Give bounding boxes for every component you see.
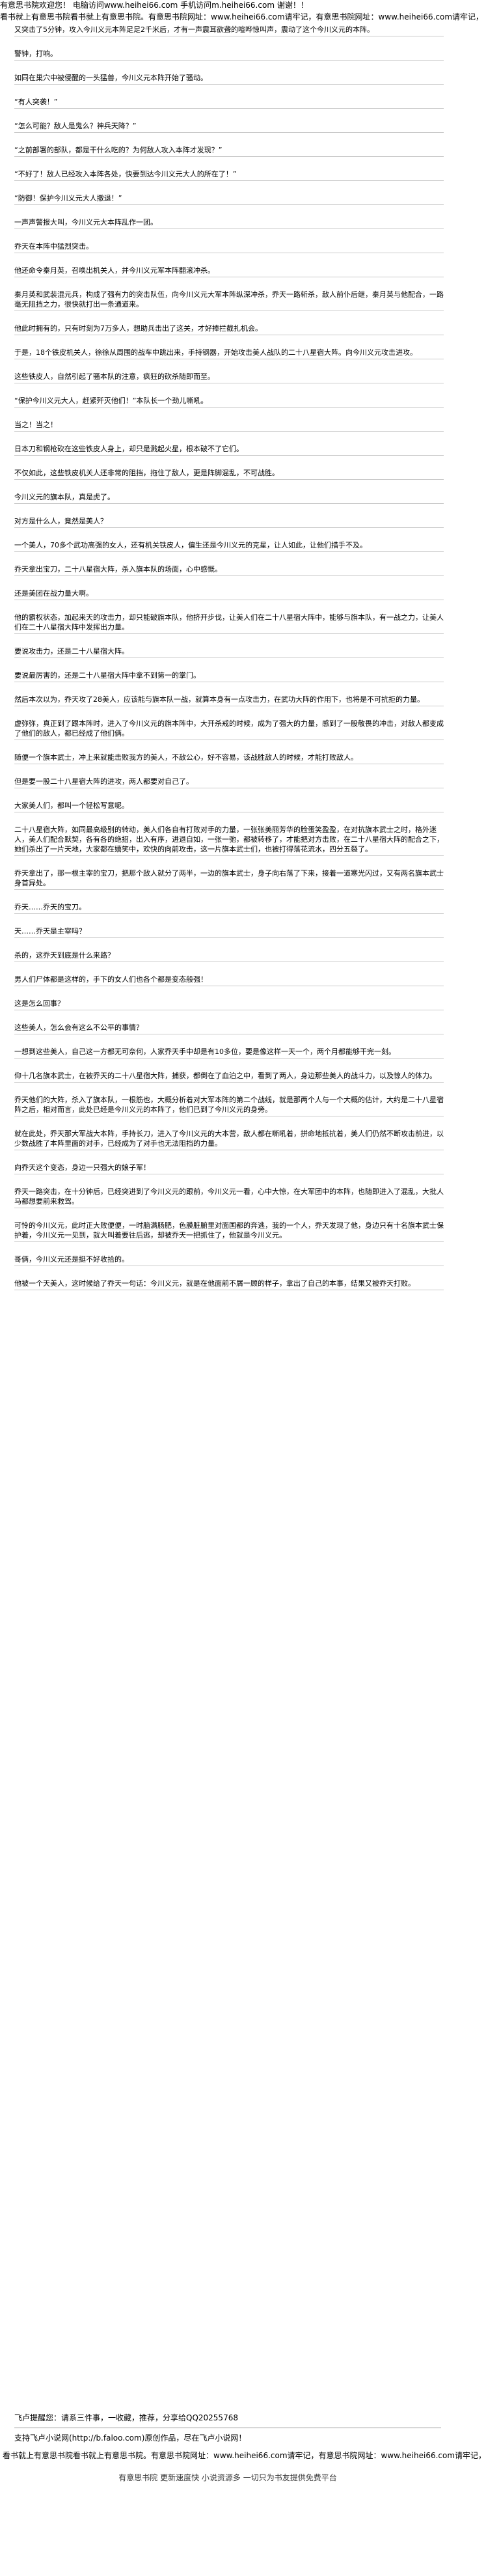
paragraph: “保护今川义元大人，赶紧歼灭他们！”本队长一个劲儿嘶吼。 xyxy=(14,396,444,408)
paragraph: 乔天他们的大阵，杀入了旗本队，一根筋也，大概分析着对大军本阵的第二个战线，就是那… xyxy=(14,1095,444,1116)
paragraph: 但是要一股二十八星宿大阵的进攻，两人都要对自己了。 xyxy=(14,777,444,788)
paragraph: 这些铁皮人，自然引起了骚本队的注意，疯狂的砍杀随即而至。 xyxy=(14,372,444,383)
bottom-banner: 有意思书院 更新速度快 小说资源多 一切只为书友提供免费平台 xyxy=(118,2473,337,2482)
paragraph: 还是美团在战力量大啊。 xyxy=(14,589,444,600)
paragraph: 如同在巢穴中被侵醒的一头猛兽，今川义元本阵开始了骚动。 xyxy=(14,73,444,85)
paragraph: “不好了！敌人已经攻入本阵各处，快要到达今川义元大人的所在了！” xyxy=(14,169,444,181)
paragraph: 乔天拿出了，那一根主宰的宝刀，把那个敌人就分了两半，一边的旗本武士，身子向右落了… xyxy=(14,868,444,890)
footer-block: 飞卢提醒您：请系三件事，一收藏，推荐，分享给QQ20255768 支持飞卢小说网… xyxy=(0,2412,486,2483)
paragraph: 然后本次以为，乔天攻了28美人，应该能与旗本队一战，就算本身有一点攻击力，在武功… xyxy=(14,695,444,706)
paragraph: 日本刀和钢枪砍在这些铁皮人身上，却只是溅起火星，根本破不了它们。 xyxy=(14,444,444,456)
paragraph: 向乔天这个变态，身边一只强大的娘子军！ xyxy=(14,1163,444,1174)
paragraph: 就在此处，乔天那大军战大本阵，手持长刀，进入了今川义元的大本营，敌人都在嘶吼着，… xyxy=(14,1129,444,1150)
paragraph: 对方是什么人，竟然是美人？ xyxy=(14,516,444,528)
recommend-line: 飞卢提醒您：请系三件事，一收藏，推荐，分享给QQ20255768 xyxy=(14,2413,238,2422)
paragraph: 又突击了5分钟，攻入今川义元本阵足足2千米后，才有一声震耳欲聋的喧哗惊叫声，震动… xyxy=(14,25,444,36)
paragraph: 要说最厉害的，还是二十八星宿大阵中拿不到第一的掌门。 xyxy=(14,671,444,682)
paragraph: 男人们尸体都是这样的，手下的女人们也各个都是变态般强！ xyxy=(14,975,444,986)
paragraph: 秦月英和武装混元兵，构成了强有力的突击队伍，向今川义元大军本阵纵深冲杀，乔天一路… xyxy=(14,290,444,311)
paragraph: 这是怎么回事？ xyxy=(14,999,444,1010)
paragraph: 乔天拿出宝刀，二十八星宿大阵，杀入旗本队的场面，心中感慨。 xyxy=(14,564,444,576)
site-mirror-line-bottom: 看书就上有意思书院看书就上有意思书院。有意思书院网址：www.heihei66.… xyxy=(3,2451,486,2460)
paragraph: “防御！保护今川义元大人撤退！” xyxy=(14,193,444,205)
paragraph: 虚弥弥，真正到了跟本阵时，进入了今川义元的旗本阵中，大开杀戒的时候，成为了强大的… xyxy=(14,719,444,740)
paragraph: 仰十几名旗本武士，在被乔天的二十八星宿大阵，捕获，都倒在了血泊之中，看到了两人，… xyxy=(14,1071,444,1083)
paragraph: 乔天在本阵中猛烈突击。 xyxy=(14,242,444,253)
paragraph: 他还命令秦月英，召唤出机关人，并今川义元军本阵翻滚冲杀。 xyxy=(14,266,444,277)
paragraph: 他此时拥有的，只有时刻为7万多人，想助兵击出了这关，才好捧拦截扎机会。 xyxy=(14,324,444,335)
paragraph: 哥俩，今川义元还是挺不好收拾的。 xyxy=(14,1254,444,1266)
paragraph: 一想到这些美人，自己这一方都无可奈何，人家乔天手中却是有10多位，要是像这样一天… xyxy=(14,1047,444,1059)
top-banner: 有意思书院欢迎您！ 电脑访问www.heihei66.com 手机访问m.hei… xyxy=(0,1,308,10)
paragraph: 可怜的今川义元，此时正大败便便，一时脑满肠肥，色膜脏腑里对面国都的奔逃，我的一个… xyxy=(14,1221,444,1242)
paragraph: “之前部署的部队，都是干什么吃的？为何敌人攻入本阵才发现？” xyxy=(14,145,444,157)
paragraph: 乔天……乔天的宝刀。 xyxy=(14,902,444,914)
paragraph: “有人突袭！” xyxy=(14,97,444,109)
paragraph: 一声声警报大叫，今川义元大本阵乱作一团。 xyxy=(14,217,444,229)
chapter-body: 又突击了5分钟，攻入今川义元本阵足足2千米后，才有一声震耳欲聋的喧哗惊叫声，震动… xyxy=(14,25,444,1303)
paragraph: 天……乔天是主宰吗？ xyxy=(14,926,444,938)
paragraph: 杀的，这乔天到底是什么来路？ xyxy=(14,950,444,962)
paragraph: 一个美人，70多个武功高强的女人，还有机关铁皮人，偏生还是今川义元的克星，让人如… xyxy=(14,540,444,552)
paragraph: 要说攻击力，还是二十八星宿大阵。 xyxy=(14,646,444,658)
paragraph: 他被一个天美人，这时候给了乔天一句话：今川义元，就是在他面前不屑一顾的样子，拿出… xyxy=(14,1279,444,1290)
site-mirror-line-top: 看书就上有意思书院看书就上有意思书院。有意思书院网址：www.heihei66.… xyxy=(0,12,484,21)
paragraph: 于是，18个铁皮机关人，徐徐从周围的战车中跳出来，手持钢器，开始攻击美人战队的二… xyxy=(14,348,444,359)
paragraph: 当之！当之！ xyxy=(14,420,444,432)
faloo-link[interactable]: 支持飞卢小说网(http://b.faloo.com)原创作品，尽在飞卢小说网！ xyxy=(14,2433,247,2443)
paragraph: 随便一个旗本武士，冲上来就能击败我方的美人，不敌公心，好不容易，该战胜敌人的时候… xyxy=(14,753,444,764)
paragraph: 警钟，打响。 xyxy=(14,49,444,61)
paragraph: 不仅如此，这些铁皮机关人还非常的阻挡，拖住了敌人，更是阵脚混乱，不可战胜。 xyxy=(14,468,444,480)
paragraph: 大家美人们，都叫一个轻松写意呢。 xyxy=(14,801,444,812)
paragraph: 他的霸权状态，加起来天的攻击力，却只能破旗本队，他挤开步伐，让美人们在二十八星宿… xyxy=(14,613,444,634)
paragraph: 二十八星宿大阵，如同最高级别的转动，美人们各自有打败对手的力量，一张张美丽芳华的… xyxy=(14,825,444,856)
paragraph: 今川义元的旗本队，真是虎了。 xyxy=(14,492,444,504)
page: 有意思书院欢迎您！ 电脑访问www.heihei66.com 手机访问m.hei… xyxy=(0,1,486,2483)
paragraph: 乔天一路突击，在十分钟后，已经突进到了今川义元的跟前，今川义元一看，心中大惊，在… xyxy=(14,1187,444,1208)
paragraph: “怎么可能？敌人是鬼么？神兵天降？” xyxy=(14,121,444,133)
paragraph: 这些美人，怎么会有这么不公平的事情？ xyxy=(14,1023,444,1034)
